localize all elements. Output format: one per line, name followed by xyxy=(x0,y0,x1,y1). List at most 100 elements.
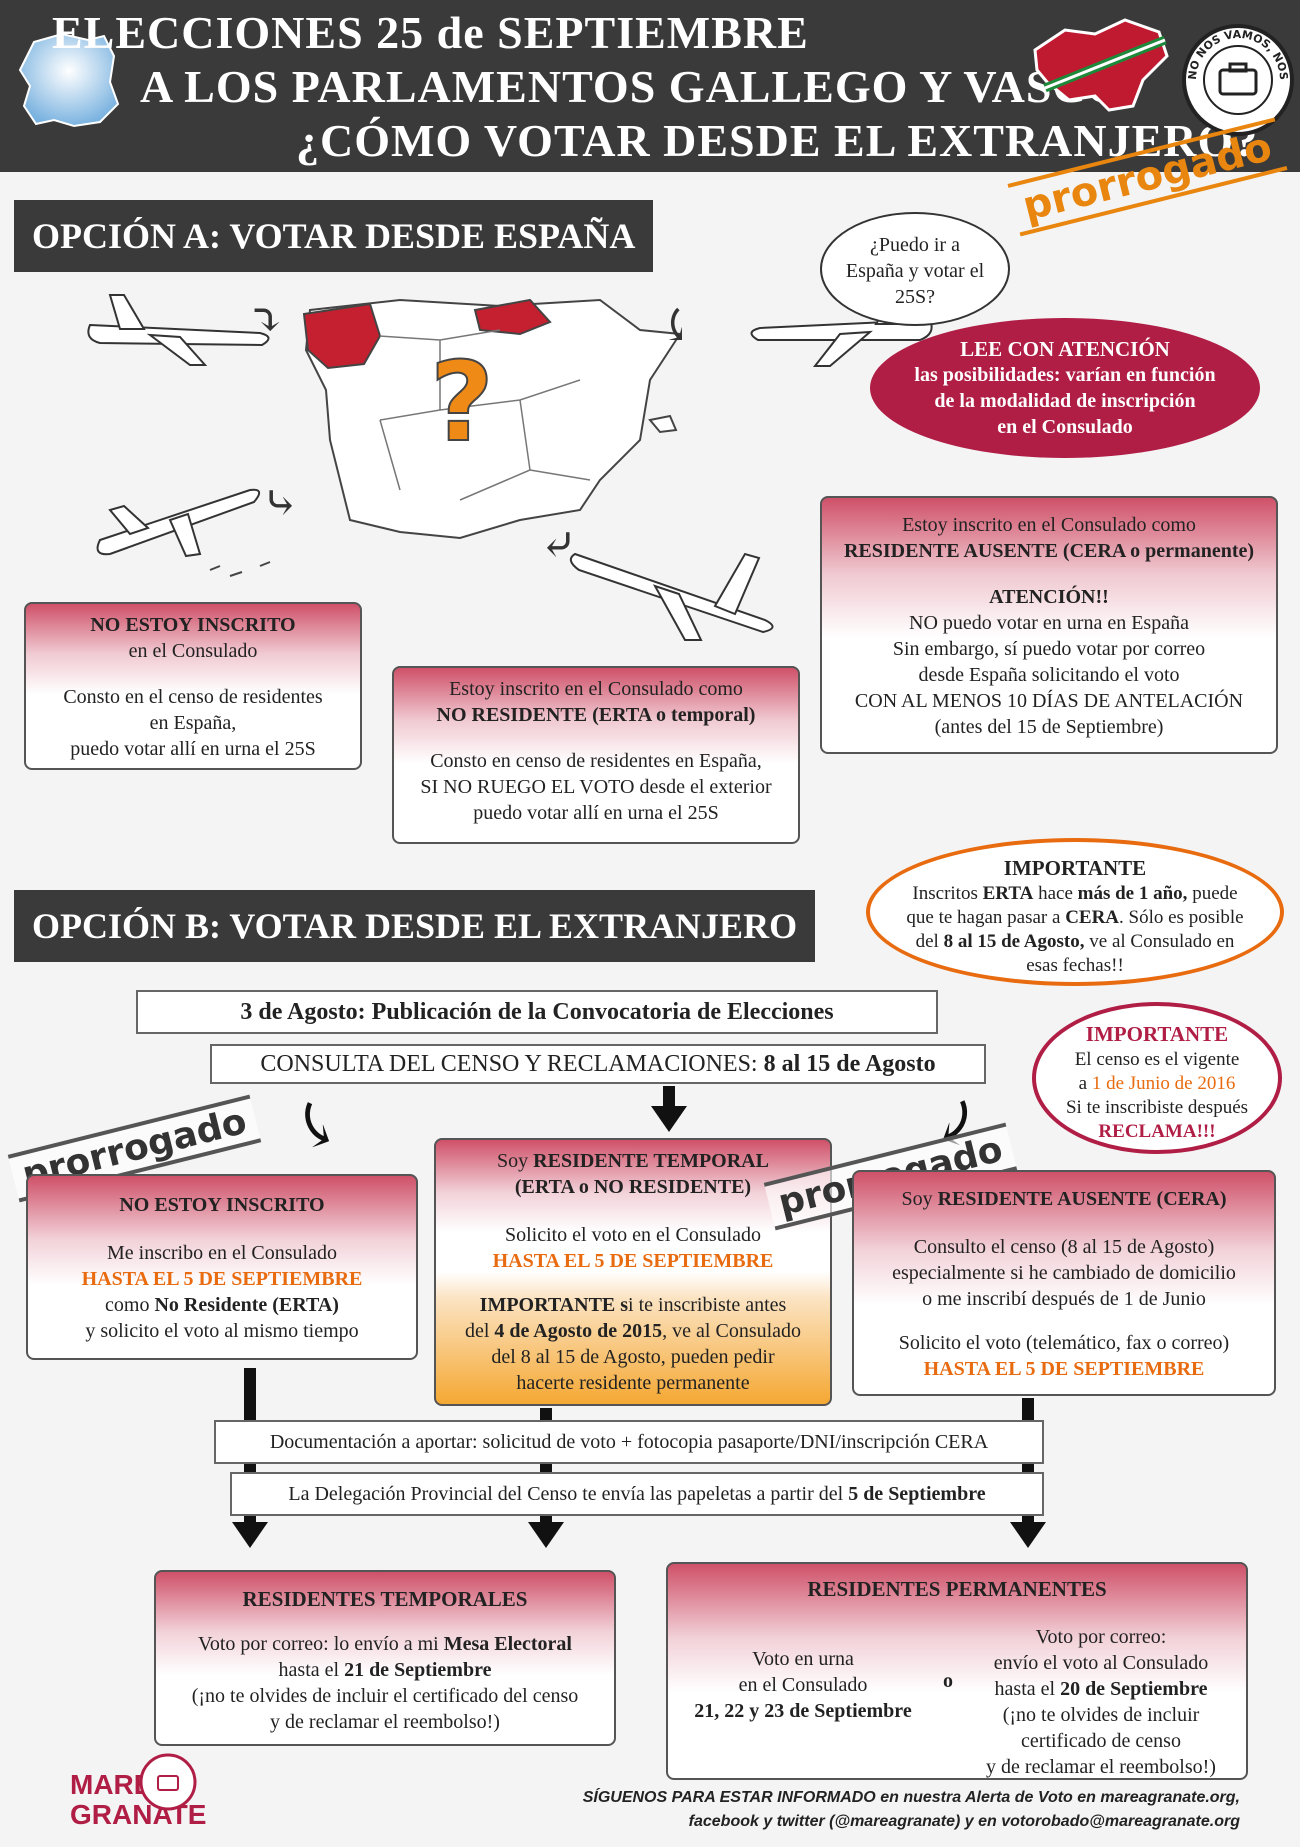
important-erta-bubble: IMPORTANTE Inscritos ERTA hace más de 1 … xyxy=(866,838,1284,986)
arrow-curved-3-icon: ⤷ xyxy=(262,479,299,528)
option-b-title: OPCIÓN B: VOTAR DESDE EL EXTRANJERO xyxy=(14,890,816,962)
important-erta-text: hace xyxy=(1033,883,1078,904)
question-bubble: ¿Puedo ir a España y votar el 25S? xyxy=(820,212,1010,326)
no-inscrito-body-1: Consto en el censo de residentes xyxy=(63,686,323,708)
permanentes-text: envío el voto al Consulado xyxy=(993,1652,1209,1674)
arrow-down-right-icon xyxy=(1010,1522,1046,1548)
airplane-icon-4 xyxy=(569,552,774,641)
option-a-no-inscrito-box: NO ESTOY INSCRITO en el Consulado Consto… xyxy=(24,602,362,770)
header-line-3: ¿CÓMO VOTAR DESDE EL EXTRANJERO? xyxy=(296,115,1259,166)
important-erta-text: que te hagan pasar a xyxy=(906,907,1066,928)
no-nos-vamos-seal-logo: NO NOS VAMOS, NOS ECHAN xyxy=(1180,22,1294,136)
important-censo-title: IMPORTANTE xyxy=(1085,1022,1229,1046)
col-ausente-text: o me inscribí después de 1 de Junio xyxy=(922,1288,1206,1310)
residentes-permanentes-box: RESIDENTES PERMANENTES Voto en urna en e… xyxy=(666,1562,1248,1780)
important-censo-text: a xyxy=(1078,1073,1092,1094)
important-erta-text: Inscritos xyxy=(912,883,983,904)
papeletas-text: La Delegación Provincial del Censo te en… xyxy=(288,1483,849,1505)
residente-ausente-title: RESIDENTE AUSENTE (CERA o permanente) xyxy=(843,540,1255,562)
footer-text: SÍGUENOS PARA ESTAR INFORMADO en nuestra… xyxy=(360,1786,1240,1834)
col-temporal-important: IMPORTANTE s xyxy=(479,1294,629,1316)
no-residente-body-1: Consto en censo de residentes en España, xyxy=(430,750,762,772)
no-residente-body-3: puedo votar allí en urna el 25S xyxy=(473,802,719,824)
permanentes-dates: 21, 22 y 23 de Septiembre xyxy=(694,1700,912,1722)
col-temporal-text: hacerte residente permanente xyxy=(516,1372,750,1394)
col-temporal-bold: 4 de Agosto de 2015 xyxy=(494,1320,663,1342)
temporales-text: (¡no te olvides de incluir el certificad… xyxy=(191,1685,579,1707)
arrow-curved-2-icon: ⤹ xyxy=(658,301,695,350)
residente-ausente-body-5: (antes del 15 de Septiembre) xyxy=(934,716,1164,738)
residente-ausente-body-3: desde España solicitando el voto xyxy=(918,664,1180,686)
flow-stem-left-2 xyxy=(244,1516,256,1524)
footer-line-1: SÍGUENOS PARA ESTAR INFORMADO en nuestra… xyxy=(582,1789,1240,1806)
consulta-censo-text: CONSULTA DEL CENSO Y RECLAMACIONES: xyxy=(260,1051,764,1077)
question-line-3: 25S? xyxy=(895,286,935,308)
col-ausente-text: Solicito el voto (telemático, fax o corr… xyxy=(898,1332,1230,1354)
footer-line-2: facebook y twitter (@mareagranate) y en … xyxy=(688,1813,1240,1830)
question-mark: ? xyxy=(430,338,494,466)
consulta-censo-bar: CONSULTA DEL CENSO Y RECLAMACIONES: 8 al… xyxy=(210,1044,986,1084)
permanentes-date: 20 de Septiembre xyxy=(1060,1678,1208,1700)
warning-bubble: LEE CON ATENCIÓN las posibilidades: varí… xyxy=(870,318,1260,458)
col-ausente-text: especialmente si he cambiado de domicili… xyxy=(892,1262,1236,1284)
important-censo-text: El censo es el vigente xyxy=(1074,1049,1240,1070)
col-no-inscrito-text: Me inscribo en el Consulado xyxy=(107,1242,337,1264)
important-erta-bold: CERA xyxy=(1065,907,1120,928)
col-ausente-deadline: HASTA EL 5 DE SEPTIEMBRE xyxy=(923,1358,1205,1380)
col-temporal-text: Soy xyxy=(497,1150,534,1172)
permanentes-text: certificado de censo xyxy=(1021,1730,1181,1752)
residente-ausente-atencion: ATENCIÓN!! xyxy=(989,586,1109,608)
question-line-1: ¿Puedo ir a xyxy=(870,234,960,256)
question-line-2: España y votar el xyxy=(845,260,985,282)
arrow-curved-4-icon: ⤶ xyxy=(540,521,577,570)
basque-country-map-icon xyxy=(1033,18,1169,112)
arrow-curved-1-icon: ⤵ xyxy=(248,296,285,345)
warning-line-2: las posibilidades: varían en función xyxy=(914,364,1216,386)
col-no-inscrito-bold: No Residente (ERTA) xyxy=(154,1294,339,1316)
no-residente-line1: Estoy inscrito en el Consulado como xyxy=(449,678,743,700)
arrow-down-center-icon xyxy=(528,1522,564,1548)
important-erta-text: del xyxy=(915,931,944,952)
papeletas-date: 5 de Septiembre xyxy=(848,1483,986,1505)
temporales-text: Voto por correo: lo envío a mi xyxy=(198,1633,444,1655)
warning-line-1: LEE CON ATENCIÓN xyxy=(960,337,1170,361)
residente-ausente-body-1: NO puedo votar en urna en España xyxy=(909,612,1189,634)
permanentes-text: Voto en urna xyxy=(752,1648,854,1670)
arrow-center-icon xyxy=(651,1106,687,1132)
option-a-title: OPCIÓN A: VOTAR DESDE ESPAÑA xyxy=(14,200,654,272)
col-no-inscrito-title: NO ESTOY INSCRITO xyxy=(119,1194,325,1216)
important-censo-bubble: IMPORTANTE El censo es el vigente a 1 de… xyxy=(1032,1002,1282,1154)
col-temporal-subtitle: (ERTA o NO RESIDENTE) xyxy=(514,1176,752,1198)
important-erta-text: esas fechas!! xyxy=(1026,955,1124,976)
permanentes-or: o xyxy=(943,1670,953,1692)
airplane-icon-1 xyxy=(87,294,270,366)
important-erta-bold: ERTA xyxy=(982,883,1034,904)
col-no-inscrito-deadline: HASTA EL 5 DE SEPTIEMBRE xyxy=(81,1268,363,1290)
col-temporal-text: del 8 al 15 de Agosto, pueden pedir xyxy=(491,1346,775,1368)
no-inscrito-body-2: en España, xyxy=(149,712,237,734)
temporales-title: RESIDENTES TEMPORALES xyxy=(242,1587,528,1611)
important-erta-text: puede xyxy=(1187,883,1238,904)
marea-granate-seal-logo xyxy=(139,1753,197,1811)
flow-stem-right-2 xyxy=(1022,1516,1034,1524)
permanentes-text: (¡no te olvides de incluir xyxy=(1002,1704,1200,1726)
important-erta-text: ve al Consulado en xyxy=(1084,931,1235,952)
col-temporal-deadline: HASTA EL 5 DE SEPTIEMBRE xyxy=(492,1250,774,1272)
documentacion-bar: Documentación a aportar: solicitud de vo… xyxy=(214,1420,1044,1464)
col-no-inscrito-text: como xyxy=(105,1294,155,1316)
flow-stem-center-2 xyxy=(540,1516,552,1524)
temporales-date: 21 de Septiembre xyxy=(344,1659,492,1681)
permanentes-text: y de reclamar el reembolso!) xyxy=(986,1756,1216,1778)
no-inscrito-body-3: puedo votar allí en urna el 25S xyxy=(70,738,316,760)
important-censo-reclama: RECLAMA!!! xyxy=(1098,1121,1216,1142)
header-line-1: ELECCIONES 25 de SEPTIEMBRE xyxy=(52,7,809,58)
no-inscrito-line2: en el Consulado xyxy=(128,640,258,662)
no-residente-title: NO RESIDENTE (ERTA o temporal) xyxy=(436,704,756,726)
col-ausente-title: RESIDENTE AUSENTE (CERA) xyxy=(937,1188,1227,1210)
galicia-map-icon xyxy=(18,32,120,128)
temporales-text: y de reclamar el reembolso!) xyxy=(270,1711,500,1733)
col-temporal-text: , ve al Consulado xyxy=(662,1320,802,1342)
col-no-inscrito-box: NO ESTOY INSCRITO Me inscribo en el Cons… xyxy=(26,1174,418,1360)
option-a-no-residente-box: Estoy inscrito en el Consulado como NO R… xyxy=(392,666,800,844)
option-a-residente-ausente-box: Estoy inscrito en el Consulado como RESI… xyxy=(820,496,1278,754)
